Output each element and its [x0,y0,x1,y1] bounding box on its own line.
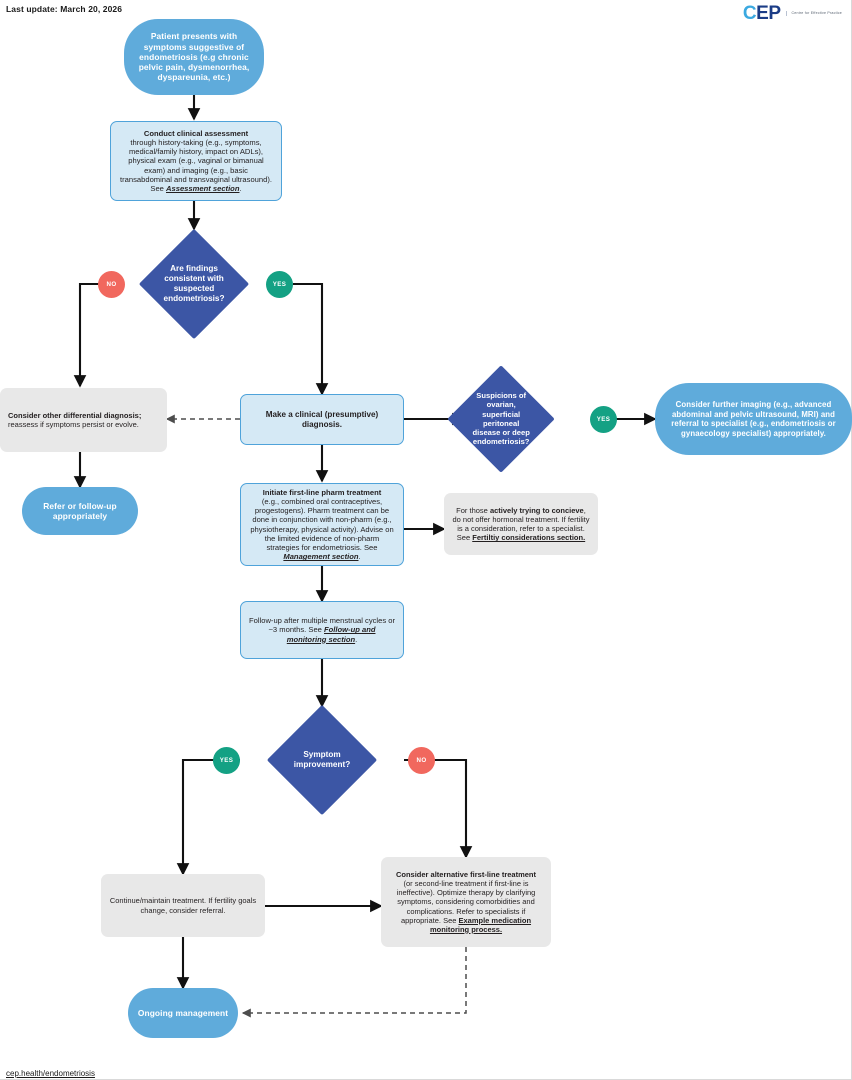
last-update-label: Last update: March 20, 2026 [6,4,123,14]
fertility-lead: For those [456,505,490,515]
node-first-line-pharm-text: Initiate first-line pharm treatment (e.g… [248,488,396,562]
node-fertility-note: For those actively trying to concieve, d… [444,493,598,555]
cep-logo-subtitle: Centre for Effective Practice [785,10,842,17]
pharm-link[interactable]: Management section [283,552,359,562]
node-further-imaging-text: Consider further imaging (e.g., advanced… [671,400,836,438]
node-ongoing-management-text: Ongoing management [137,1007,229,1018]
cep-logo: CEP Centre for Effective Practice [743,4,842,23]
node-decision-findings-text: Are findings consistent with suspected e… [163,264,225,303]
node-patient-presents: Patient presents with symptoms suggestiv… [124,19,264,95]
followup-tail: . [355,634,358,644]
badge-findings-yes: YES [266,271,293,298]
node-alternative-treatment: Consider alternative first-line treatmen… [381,857,551,947]
node-decision-suspicions-text: Suspicions of ovarian, superficial perit… [472,391,530,447]
pharm-tail: . [358,552,361,562]
fertility-body: , do not offer hormonal treatment. If fe… [452,505,590,543]
alternative-link[interactable]: Example medication monitoring process. [429,915,532,934]
badge-suspicions-yes: YES [590,406,617,433]
alternative-body: (or second-line treatment if first-line … [396,879,536,925]
followup-body: Follow-up after multiple menstrual cycle… [248,616,396,635]
node-first-line-pharm: Initiate first-line pharm treatment (e.g… [240,483,404,566]
node-refer-followup-text: Refer or follow-up appropriately [43,500,117,521]
alternative-title: Consider alternative first-line treatmen… [395,870,537,879]
node-followup-monitoring: Follow-up after multiple menstrual cycle… [240,601,404,659]
assessment-link[interactable]: Assessment section [166,184,240,194]
node-differential-diagnosis: Consider other differential diagnosis; r… [0,388,167,452]
node-alternative-treatment-text: Consider alternative first-line treatmen… [388,870,544,934]
node-conduct-assessment-text: Conduct clinical assessment through hist… [118,129,274,194]
pharm-body: (e.g., combined oral contraceptives, pro… [250,496,394,552]
differential-body: reassess if symptoms persist or evolve. [8,420,139,429]
node-decision-symptom-text: Symptom improvement? [293,750,351,769]
node-continue-treatment: Continue/maintain treatment. If fertilit… [101,874,265,937]
assessment-body: through history-taking (e.g., symptoms, … [120,137,272,194]
node-further-imaging: Consider further imaging (e.g., advanced… [655,383,852,455]
followup-link[interactable]: Follow-up and monitoring section [286,625,376,644]
badge-findings-no: NO [98,271,125,298]
badge-symptom-no: NO [408,747,435,774]
assessment-title: Conduct clinical assessment [143,128,249,138]
node-ongoing-management: Ongoing management [128,988,238,1038]
node-fertility-note-text: For those actively trying to concieve, d… [451,506,591,543]
footer-url-link[interactable]: cep.health/endometriosis [6,1069,95,1078]
node-differential-diagnosis-text: Consider other differential diagnosis; r… [8,411,160,429]
node-clinical-diagnosis: Make a clinical (presumptive) diagnosis. [240,394,404,445]
fertility-link[interactable]: Fertiltiy considerations section. [472,533,586,543]
fertility-bold: actively trying to concieve [489,505,584,515]
node-followup-monitoring-text: Follow-up after multiple menstrual cycle… [248,616,396,644]
node-conduct-assessment: Conduct clinical assessment through hist… [110,121,282,201]
cep-wordmark: CEP [742,3,781,24]
badge-symptom-yes: YES [213,747,240,774]
node-refer-followup: Refer or follow-up appropriately [22,487,138,535]
node-patient-presents-text: Patient presents with symptoms suggestiv… [138,31,250,83]
differential-title: Consider other differential diagnosis; [8,410,142,420]
assessment-tail: . [239,184,242,194]
pharm-title: Initiate first-line pharm treatment [262,487,382,497]
node-continue-treatment-text: Continue/maintain treatment. If fertilit… [109,896,257,915]
node-clinical-diagnosis-text: Make a clinical (presumptive) diagnosis. [265,409,379,429]
